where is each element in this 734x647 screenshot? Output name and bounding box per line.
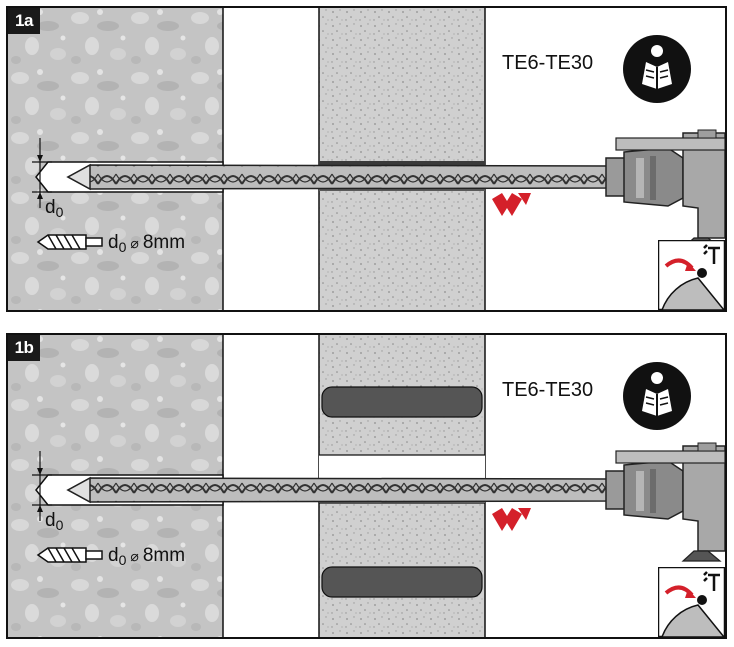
masonry-wall [319,8,485,310]
manual-icon [623,35,691,103]
panel-tag: 1b [8,335,40,361]
panel-tag: 1a [8,8,40,34]
red-hammer-mode-icon [492,193,531,216]
panel-1a: 1a TE6-TE30 d0 d0⌀8mm [6,6,727,312]
bit-diameter-label: d0⌀8mm [108,232,186,255]
d0-label: d0 [45,197,64,220]
d0-label: d0 [45,510,64,533]
drill-model-label: TE6-TE30 [502,379,594,401]
panel-1b: 1b TE6-TE30 d0 d0⌀8mm [6,333,727,639]
red-hammer-mode-icon [492,508,531,531]
manual-icon [623,362,691,430]
drill-bit-icon [36,547,103,563]
concrete-base [8,8,223,310]
drill-model-label: TE6-TE30 [502,52,594,74]
bit-diameter-label: d0⌀8mm [108,545,186,568]
drill-bit-icon [36,234,103,250]
drilling-scene-1b [8,335,725,637]
rotation-hammer-icon [658,567,725,637]
rotation-hammer-icon [658,240,725,310]
drilling-scene-1a [8,8,725,310]
